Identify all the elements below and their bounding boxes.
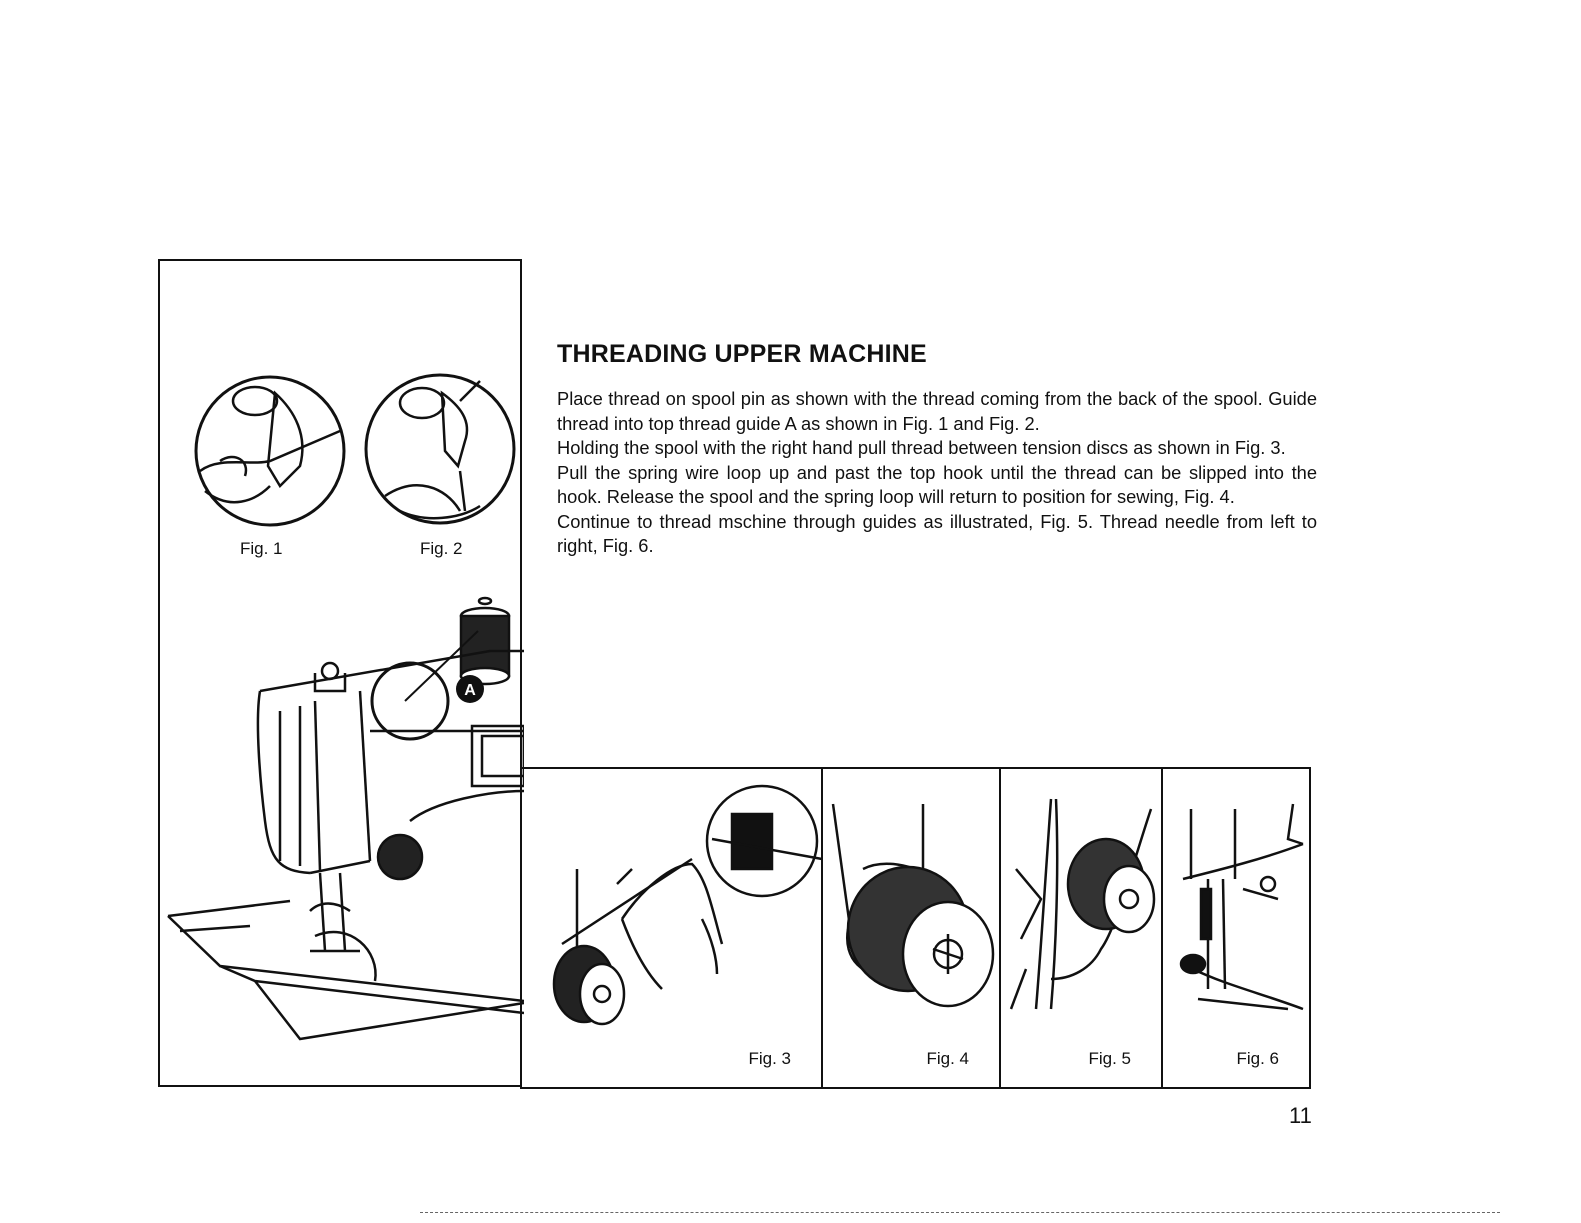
instruction-paragraph-3: Pull the spring wire loop up and past th… [557, 461, 1317, 508]
fig1-caption: Fig. 1 [240, 539, 283, 558]
fig2-caption: Fig. 2 [420, 539, 463, 558]
page-number: 11 [1289, 1103, 1312, 1128]
fig2-thread-guide-drawing [364, 373, 516, 525]
fig1-thread-guide-drawing [194, 375, 346, 527]
fig4-spring-loop-drawing [831, 803, 995, 1008]
needle-bed-drawing [167, 872, 524, 1041]
instruction-paragraph-1: Place thread on spool pin as shown with … [557, 388, 1317, 434]
machine-head-illustration: A [167, 373, 524, 1041]
scan-artifact-rule [420, 1212, 1500, 1213]
instructions-text: Place thread on spool pin as shown with … [557, 387, 1317, 559]
fig6-needle-drawing [1179, 803, 1304, 1011]
fig3-caption: Fig. 3 [748, 1049, 791, 1068]
machine-body-drawing [256, 649, 524, 881]
fig6-panel: Fig. 6 [1161, 767, 1311, 1089]
left-illustration-panel: A Fig. 1 Fig. 2 [158, 259, 524, 1087]
fig4-panel: Fig. 4 [821, 767, 1001, 1089]
fig5-caption: Fig. 5 [1088, 1049, 1131, 1068]
instruction-paragraph-2: Holding the spool with the right hand pu… [557, 437, 1286, 458]
guide-label-a: A [464, 682, 476, 699]
section-title: THREADING UPPER MACHINE [557, 340, 927, 368]
fig6-caption: Fig. 6 [1236, 1049, 1279, 1068]
fig5-thread-guides-drawing [1009, 798, 1156, 1010]
thread-guide-a-callout: A [370, 661, 484, 741]
fig3-tension-disc-drawing [552, 784, 823, 1026]
instruction-paragraph-4: Continue to thread mschine through guide… [557, 510, 1317, 557]
fig3-panel: Fig. 3 [520, 767, 823, 1089]
fig4-caption: Fig. 4 [926, 1049, 969, 1068]
thread-line [404, 630, 479, 702]
fig5-panel: Fig. 5 [999, 767, 1163, 1089]
spool-drawing [459, 596, 511, 686]
